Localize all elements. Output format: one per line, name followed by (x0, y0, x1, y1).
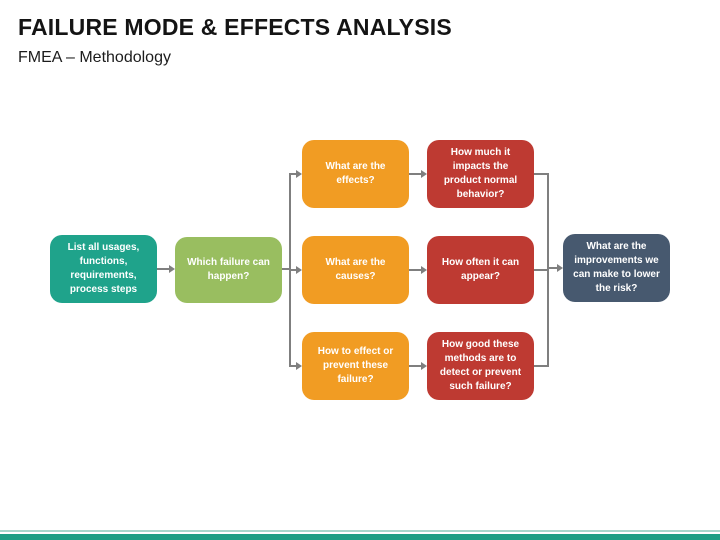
node-label: What are the effects? (325, 161, 386, 186)
connector-line (290, 269, 296, 271)
node-improvements: What are the improvements we can make to… (563, 234, 670, 302)
node-label: How good these methods are to detect or … (439, 339, 522, 392)
connector-line (282, 268, 290, 270)
node-impact: How much it impacts the product normal b… (427, 140, 534, 208)
arrow-right-icon (296, 362, 302, 370)
connector-line (157, 268, 169, 270)
connector-line (409, 365, 421, 367)
node-label: List all usages, functions, requirements… (67, 242, 140, 295)
node-label: How to effect or prevent these failure? (317, 346, 394, 385)
footer-accent-bar (0, 533, 720, 540)
page-title: FAILURE MODE & EFFECTS ANALYSIS (18, 14, 452, 40)
connector-line (534, 365, 549, 367)
connector-line (547, 173, 549, 367)
node-causes: What are the causes? (302, 236, 409, 304)
page-subtitle: FMEA – Methodology (18, 49, 171, 66)
arrow-right-icon (421, 266, 427, 274)
arrow-right-icon (421, 170, 427, 178)
node-detection: How good these methods are to detect or … (427, 332, 534, 400)
connector-line (534, 173, 549, 175)
connector-line (548, 267, 557, 269)
node-frequency: How often it can appear? (427, 236, 534, 304)
node-list-usages: List all usages, functions, requirements… (50, 235, 157, 303)
connector-line (409, 173, 421, 175)
node-label: What are the causes? (325, 257, 386, 282)
arrow-right-icon (557, 264, 563, 272)
footer-accent-thin-line (0, 530, 720, 532)
arrow-right-icon (296, 170, 302, 178)
connector-line (290, 365, 296, 367)
connector-line (534, 269, 549, 271)
node-effects: What are the effects? (302, 140, 409, 208)
connector-line (290, 173, 296, 175)
node-label: Which failure can happen? (187, 257, 270, 282)
node-which-failure: Which failure can happen? (175, 237, 282, 303)
connector-line (409, 269, 421, 271)
node-label: How much it impacts the product normal b… (443, 147, 518, 200)
node-label: How often it can appear? (441, 257, 520, 282)
node-label: What are the improvements we can make to… (573, 241, 660, 294)
node-prevent: How to effect or prevent these failure? (302, 332, 409, 400)
arrow-right-icon (296, 266, 302, 274)
arrow-right-icon (421, 362, 427, 370)
arrow-right-icon (169, 265, 175, 273)
